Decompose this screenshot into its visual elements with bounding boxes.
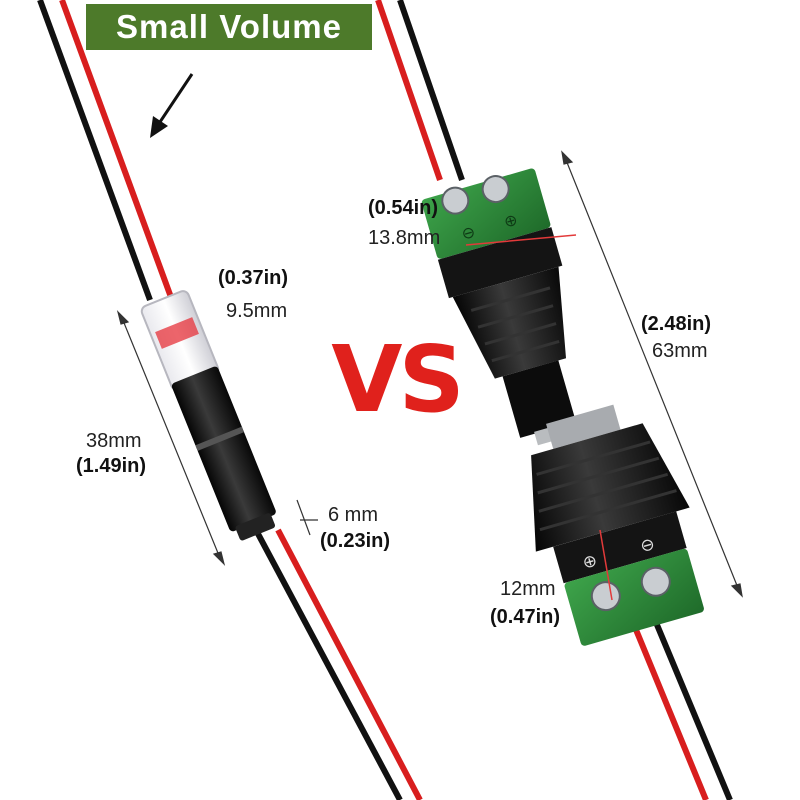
small-tip-inches: (0.23in) <box>320 530 391 552</box>
dc-connector-wires <box>375 0 733 800</box>
svg-text:⊖: ⊖ <box>459 222 477 244</box>
small-width-inches: (0.37in) <box>218 267 289 289</box>
dc-width-mm: 13.8mm <box>368 227 441 249</box>
small-connector-wires <box>37 0 423 800</box>
small-wire-connector <box>140 290 276 541</box>
dc-connector-red-marks <box>465 234 613 601</box>
dc-length-inches: (2.48in) <box>641 313 712 335</box>
small-length-mm: 38mm <box>86 430 142 452</box>
vs-label: VS <box>331 326 464 433</box>
svg-text:⊖: ⊖ <box>638 534 657 557</box>
dc-connector-dimension-lines <box>561 150 743 598</box>
small-width-mm: 9.5mm <box>226 300 288 322</box>
dc-male-connector: ⊕ ⊖ <box>531 404 704 646</box>
small-connector-dimension-lines <box>116 310 318 566</box>
small-tip-mm: 6 mm <box>328 504 378 526</box>
dc-width-inches: (0.54in) <box>368 197 439 219</box>
svg-text:⊕: ⊕ <box>502 210 520 232</box>
small-length-inches: (1.49in) <box>76 455 147 477</box>
pointer-arrow-icon <box>150 73 194 138</box>
dc-female-connector: ⊖ ⊕ <box>421 168 576 446</box>
small-volume-banner: Small Volume <box>86 4 372 50</box>
dc-block-mm: 12mm <box>500 578 556 600</box>
dc-block-inches: (0.47in) <box>490 606 561 628</box>
svg-text:⊕: ⊕ <box>580 551 599 574</box>
dc-length-mm: 63mm <box>652 340 708 362</box>
